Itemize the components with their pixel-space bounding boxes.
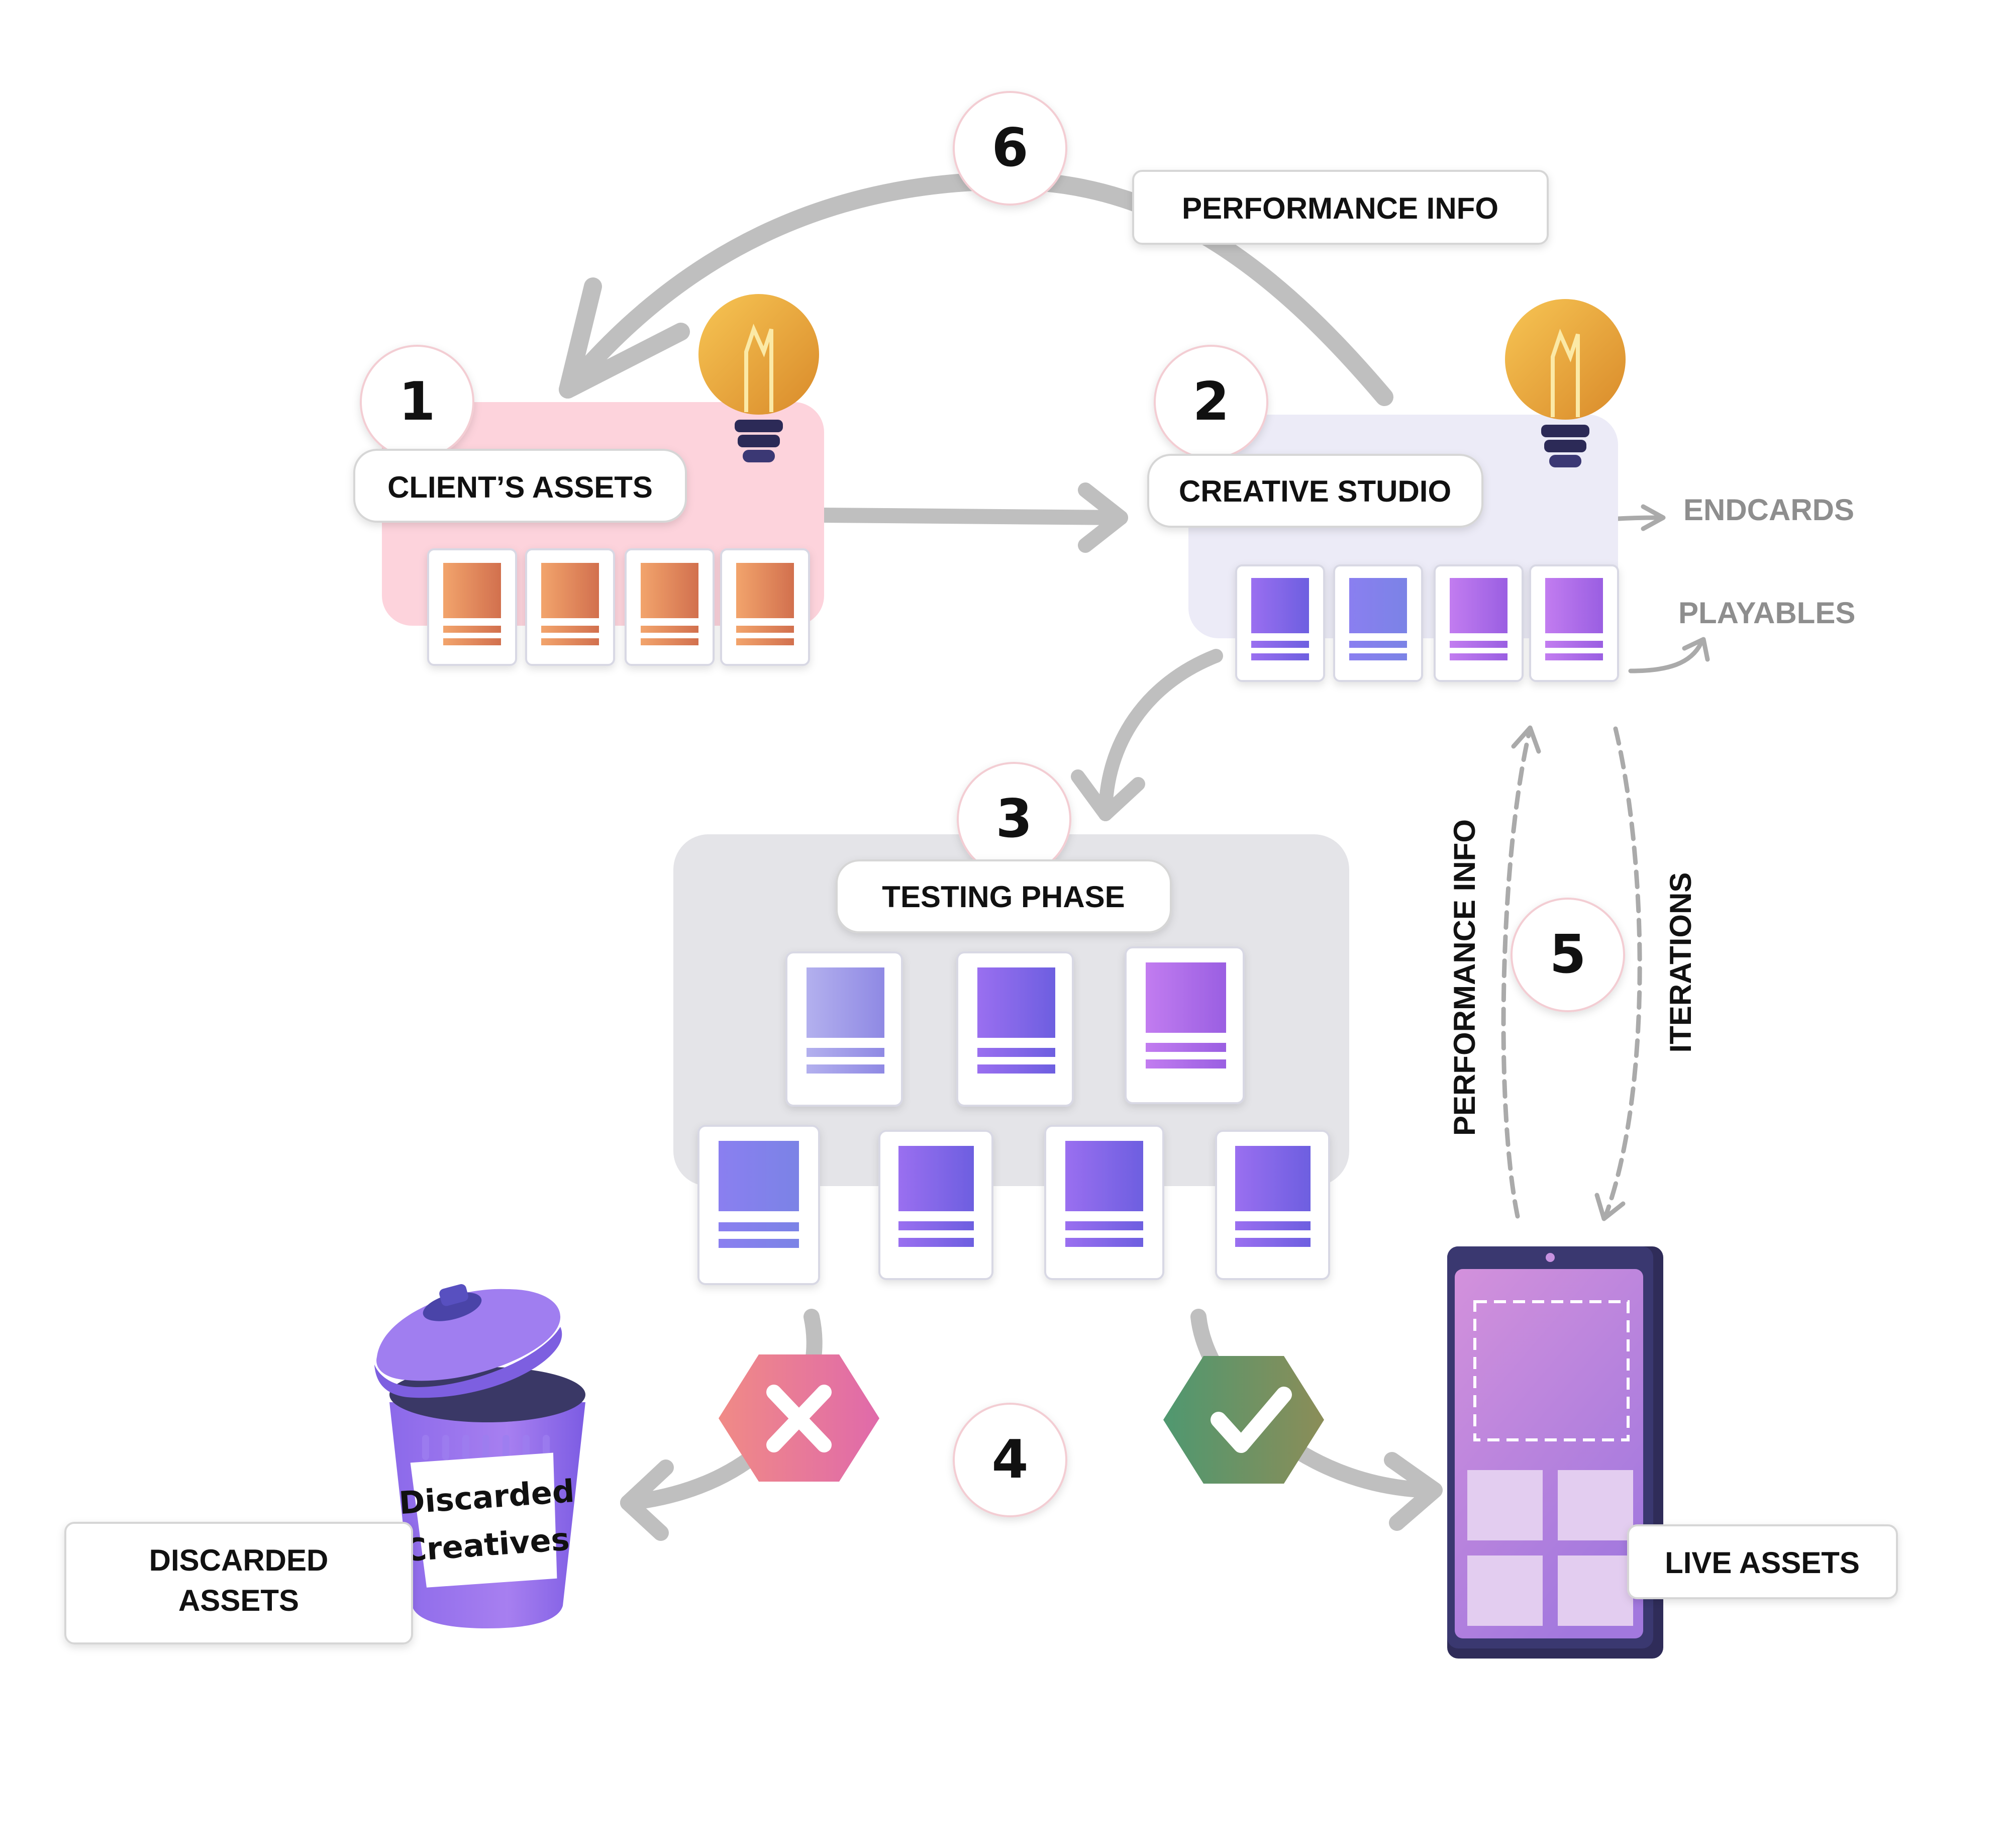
arrows (559, 172, 1710, 1541)
asset-card (697, 1125, 820, 1285)
asset-card (625, 548, 715, 666)
step-5-group: PERFORMANCE INFO ITERATIONS 5 (1448, 819, 1697, 1136)
performance-info-label: PERFORMANCE INFO (1182, 191, 1498, 225)
playables-label: PLAYABLES (1678, 596, 1855, 630)
client-assets-label-box: CLIENT’S ASSETS (353, 449, 687, 523)
approve-arrowhead (1384, 1452, 1443, 1531)
iterations-dashed-arrow (1603, 726, 1642, 1219)
discarded-assets-line2: ASSETS (178, 1584, 299, 1617)
step-4-number: 4 (991, 1429, 1028, 1490)
tablet-icon (1447, 1246, 1663, 1659)
asset-card (1529, 564, 1619, 682)
step-3-badge: 3 (957, 762, 1071, 877)
playables-arrowhead (1682, 637, 1710, 662)
step-2-badge: 2 (1154, 345, 1268, 459)
step-5-number: 5 (1549, 924, 1586, 985)
client-assets-group: 1 CLIENT’S ASSETS (353, 294, 824, 666)
iterations-vertical-label: ITERATIONS (1664, 872, 1697, 1053)
asset-card (1044, 1125, 1164, 1280)
step-5-badge: 5 (1511, 898, 1625, 1012)
testing-phase-group: 3 TESTING PHASE (673, 762, 1349, 1285)
step-2-number: 2 (1192, 371, 1229, 432)
step-1-number: 1 (398, 371, 435, 432)
asset-card (1434, 564, 1524, 682)
asset-card (427, 548, 517, 666)
client-asset-cards (427, 548, 810, 666)
performance-info-vertical-label: PERFORMANCE INFO (1448, 819, 1481, 1136)
creative-studio-group: 2 CREATIVE STUDIO ENDCARDS PLAYABLES (1147, 299, 1855, 682)
asset-card (525, 548, 615, 666)
client-assets-label: CLIENT’S ASSETS (387, 470, 653, 504)
testing-phase-label-box: TESTING PHASE (836, 859, 1172, 933)
client-to-studio-arrow (817, 508, 1128, 525)
performance-info-dashed-arrow (1501, 726, 1533, 1219)
decision-group: 4 (719, 1354, 1324, 1517)
studio-asset-cards (1235, 564, 1619, 682)
studio-to-testing-arrowhead (1071, 769, 1145, 821)
performance-info-dashed-arrowhead (1511, 725, 1541, 754)
studio-to-testing-arrow (1098, 649, 1223, 821)
asset-card (956, 951, 1074, 1107)
asset-card (878, 1130, 993, 1280)
endcards-arrowhead (1641, 504, 1666, 531)
live-assets-label-box: LIVE ASSETS (1627, 1524, 1898, 1599)
client-to-studio-arrowhead (1078, 482, 1128, 553)
performance-info-label-box: PERFORMANCE INFO (1132, 170, 1549, 245)
asset-card (1333, 564, 1423, 682)
asset-card (785, 951, 903, 1107)
step-6-badge: 6 (953, 91, 1067, 206)
feedback-arc-arrowhead (559, 277, 690, 399)
asset-card (1125, 946, 1245, 1104)
asset-card (720, 548, 810, 666)
step-6-group: 6 PERFORMANCE INFO (953, 91, 1549, 245)
discarded-assets-line1: DISCARDED (149, 1543, 329, 1577)
discard-arrowhead (620, 1460, 674, 1541)
endcards-label: ENDCARDS (1683, 493, 1854, 527)
step-6-number: 6 (991, 117, 1028, 178)
asset-card (1215, 1130, 1330, 1280)
playables-arrow (1628, 641, 1703, 673)
lightbulb-icon (698, 294, 819, 462)
lightbulb-icon (1505, 299, 1626, 467)
step-1-badge: 1 (360, 345, 474, 459)
x-icon (719, 1354, 879, 1482)
testing-asset-cards (697, 946, 1330, 1285)
trash-can-icon: Discarded Creatives (374, 1284, 585, 1628)
step-3-number: 3 (995, 788, 1032, 849)
check-icon (1163, 1356, 1324, 1484)
iterations-dashed-arrowhead (1594, 1193, 1626, 1221)
creative-studio-label: CREATIVE STUDIO (1179, 474, 1451, 508)
testing-phase-label: TESTING PHASE (882, 880, 1125, 914)
asset-card (1235, 564, 1325, 682)
step-4-badge: 4 (953, 1403, 1067, 1517)
discarded-assets-label-box: DISCARDED ASSETS (64, 1522, 413, 1644)
creative-studio-label-box: CREATIVE STUDIO (1147, 454, 1483, 528)
live-assets-label: LIVE ASSETS (1665, 1546, 1860, 1580)
